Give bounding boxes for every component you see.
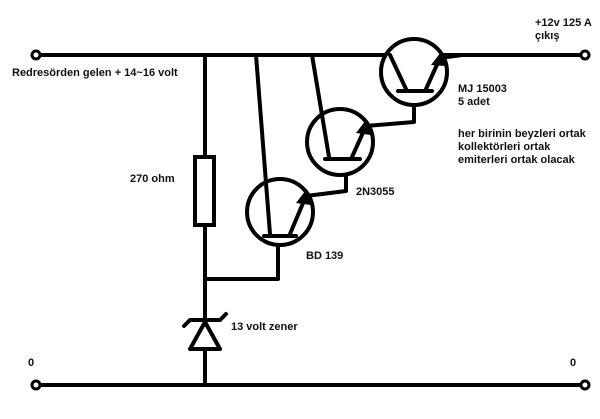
q2-collector	[310, 53, 331, 159]
q3-label: MJ 15003	[458, 83, 507, 95]
q1-emitter-arrow	[296, 190, 311, 205]
output-voltage-label: +12v 125 A	[535, 17, 592, 29]
q1-transistor-body	[245, 177, 315, 247]
q2-transistor-body	[305, 107, 375, 177]
q3-transistor-body	[379, 37, 449, 107]
zener-label: 13 volt zener	[231, 321, 298, 333]
ground-left-terminal	[30, 379, 42, 391]
q3-emitter-to-output	[438, 53, 464, 60]
zener-bar	[182, 312, 228, 328]
note-line-1: her birinin beyzleri ortak	[458, 128, 586, 140]
ground-right-label: 0	[570, 357, 577, 369]
q1-collector	[254, 53, 272, 236]
resistor-label: 270 ohm	[130, 173, 175, 185]
input-terminal	[30, 49, 42, 61]
output-word-label: çıkış	[535, 30, 560, 42]
zener-diode-symbol	[188, 320, 222, 351]
output-terminal	[579, 49, 591, 61]
q2-label: 2N3055	[356, 186, 395, 198]
input-label: Redresörden gelen + 14~16 volt	[12, 67, 178, 79]
note-line-2: kollektörleri ortak	[458, 141, 551, 153]
ground-right-terminal	[579, 379, 591, 391]
q3-count-label: 5 adet	[458, 96, 490, 108]
q3-collector	[388, 53, 408, 91]
note-line-3: emiterleri ortak olacak	[458, 154, 575, 166]
q2-emitter-arrow	[356, 120, 371, 135]
q1-base-wire	[203, 236, 280, 281]
resistor-symbol	[193, 155, 216, 227]
q1-label: BD 139	[306, 250, 344, 262]
ground-left-label: 0	[28, 357, 35, 369]
